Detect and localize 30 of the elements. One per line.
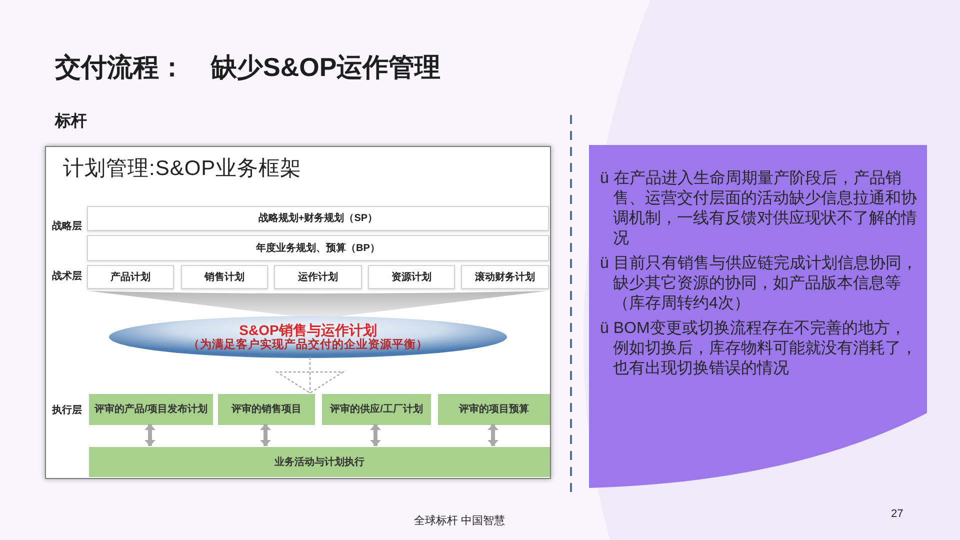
plan-box: 年度业务规划、预算（BP）: [87, 235, 549, 261]
ellipse-title: S&OP销售与运作计划: [239, 322, 377, 338]
row-label: 执行层: [52, 404, 82, 418]
plan-box: 战略规划+财务规划（SP）: [87, 206, 549, 231]
plan-box: 产品计划: [87, 265, 174, 289]
panel-heading: 计划管理:S&OP业务框架: [63, 156, 302, 182]
double-arrow: [144, 424, 156, 446]
funnel-shape: [89, 291, 546, 319]
plan-box: 资源计划: [368, 265, 455, 289]
execution-box: 评审的项目预算: [438, 394, 550, 425]
plan-box: 销售计划: [181, 265, 268, 289]
execution-box: 评审的供应/工厂计划: [322, 394, 431, 425]
footer-text: 全球标杆 中国智慧: [414, 514, 506, 529]
double-arrow: [370, 424, 381, 446]
double-arrow: [488, 424, 498, 446]
execution-box: 评审的销售项目: [218, 394, 315, 425]
dashed-arrow: [276, 357, 344, 394]
row-label: 战略层: [52, 220, 82, 234]
plan-box: 运作计划: [274, 265, 362, 289]
row-label: 战术层: [52, 270, 82, 284]
bullet-text: ü BOM变更或切换流程存在不完善的地方，例如切换后，库存物料可能就没有消耗了，也有出现切换错误的情况: [600, 319, 918, 379]
page-number: 27: [891, 507, 904, 522]
execution-box: 评审的产品/项目发布计划: [89, 394, 213, 425]
page-title: 交付流程： 缺少S&OP运作管理: [55, 51, 441, 84]
framework-panel: [45, 146, 551, 479]
ellipse-subtitle: （为满足客户实现产品交付的企业资源平衡）: [188, 338, 428, 352]
execution-box: 业务活动与计划执行: [89, 447, 550, 477]
double-arrow: [260, 424, 271, 446]
section-heading: 标杆: [55, 112, 87, 132]
plan-box: 滚动财务计划: [461, 265, 549, 289]
